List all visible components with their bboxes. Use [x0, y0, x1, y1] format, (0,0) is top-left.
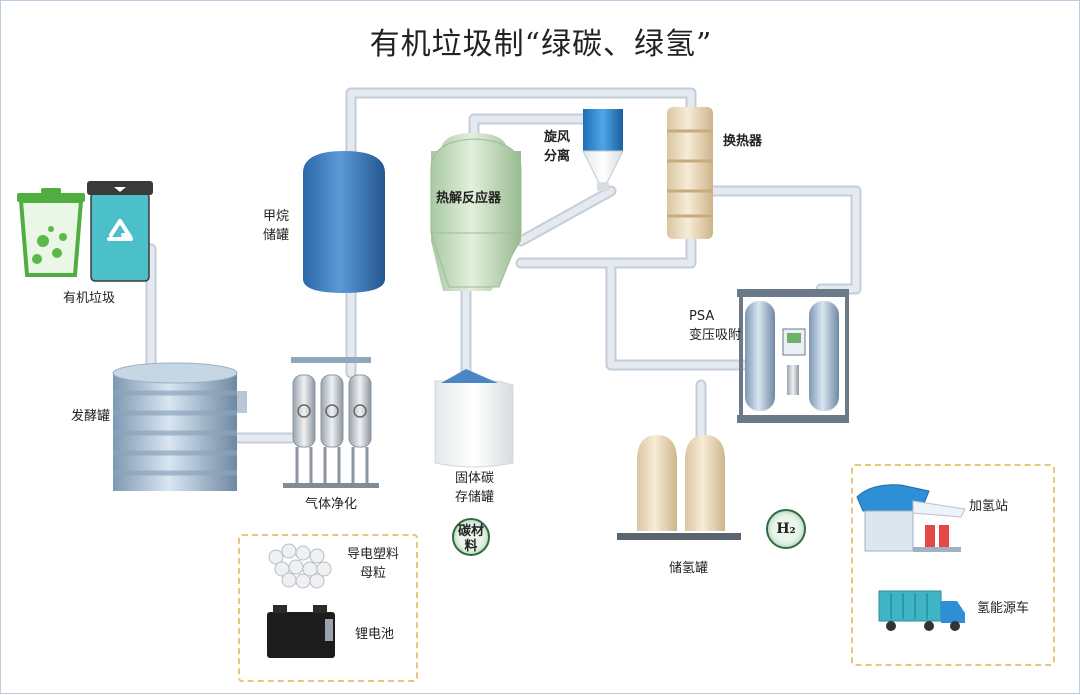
solid-carbon-silo — [434, 369, 514, 468]
heat-exchanger — [667, 107, 713, 239]
hydrogen-truck-icon — [878, 590, 965, 631]
hydrogen-applications-box — [851, 464, 1055, 666]
lithium-battery-icon — [267, 605, 335, 658]
hydrogen-station-icon — [856, 484, 966, 552]
carbon-products-box — [238, 534, 418, 682]
hydrogen-storage-tanks — [617, 435, 741, 540]
label-hydrogen-tank: 储氢罐 — [669, 561, 709, 576]
label-psa: PSA 变压吸附 — [689, 309, 742, 343]
carbon-material-badge: 碳材 料 — [452, 518, 490, 556]
label-fermentation-tank: 发酵罐 — [71, 409, 111, 424]
cyclone-separator — [582, 109, 624, 191]
pyrolysis-reactor — [430, 133, 522, 291]
label-cyclone-separator: 旋风 分离 — [544, 130, 571, 164]
label-pyrolysis-reactor: 热解反应器 — [436, 191, 502, 206]
label-gas-purification: 气体净化 — [305, 497, 358, 512]
label-solid-carbon-tank: 固体碳 存储罐 — [455, 471, 495, 505]
recycle-bin-icon — [87, 181, 153, 282]
gas-purification-unit — [283, 357, 379, 488]
green-waste-bin — [17, 188, 85, 277]
label-hydrogen-station: 加氢站 — [969, 499, 1009, 514]
plastic-pellets-icon — [268, 543, 332, 589]
fermentation-tank — [112, 362, 247, 491]
label-methane-tank: 甲烷 储罐 — [263, 209, 290, 243]
label-organic-waste: 有机垃圾 — [63, 291, 116, 306]
methane-tank — [303, 151, 385, 293]
label-hydrogen-truck: 氢能源车 — [977, 601, 1030, 616]
label-lithium-battery: 锂电池 — [355, 627, 395, 642]
label-heat-exchanger: 换热器 — [723, 134, 763, 149]
label-conductive-plastic: 导电塑料 母粒 — [347, 547, 400, 581]
diagram-title: 有机垃圾制“绿碳、绿氢” — [369, 27, 713, 62]
psa-unit — [737, 289, 849, 423]
h2-badge: H₂ — [766, 509, 806, 549]
